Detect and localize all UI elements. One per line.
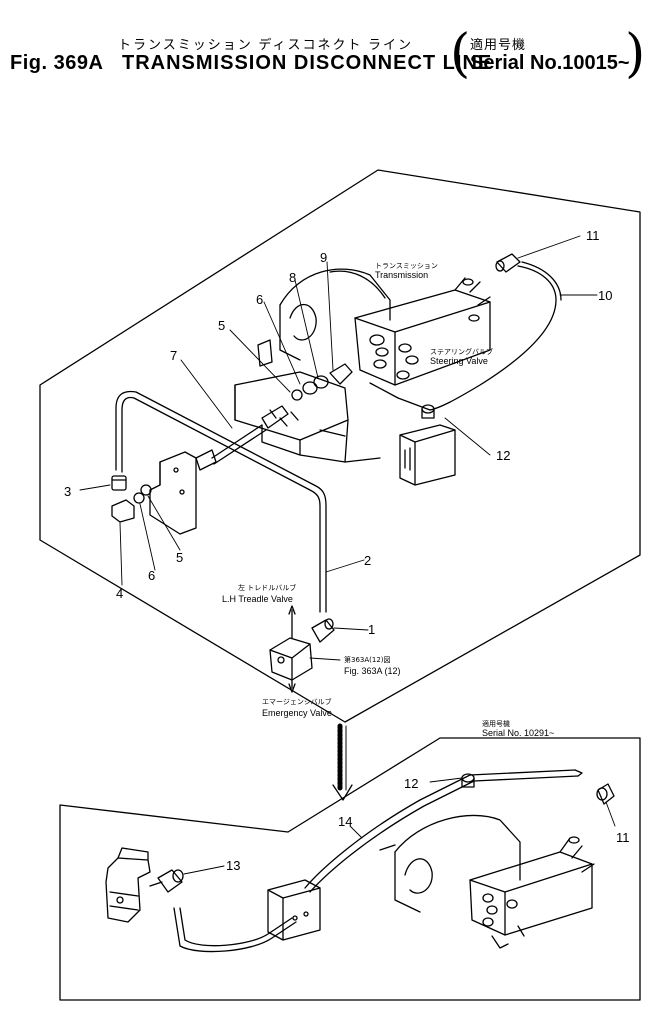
transmission-label: Transmission [375, 270, 428, 280]
tube-13-line [179, 907, 293, 947]
leader-lines-lower [183, 777, 616, 875]
tube-12-upper [369, 382, 431, 411]
part-number-7: 7 [170, 348, 177, 363]
part-number-13: 13 [226, 858, 240, 873]
open-bracket: ( [450, 24, 471, 84]
connector-4 [111, 499, 135, 523]
figure-number: Fig. 369A [10, 52, 104, 74]
part-number-labels: 11 10 12 9 8 6 5 7 2 1 3 4 6 5 12 14 11 … [64, 228, 630, 873]
elbow-fitting-11 [495, 253, 521, 273]
lower-panel-outline [59, 737, 641, 1001]
figure-title-japanese: トランスミッション ディスコネクト ライン [118, 37, 414, 52]
part-number-12b: 12 [404, 776, 418, 791]
tube-7-branch [211, 424, 263, 459]
part-number-5: 5 [218, 318, 225, 333]
steering-valve-lower [469, 836, 595, 936]
annotation-labels: トランスミッション Transmission ステアリングバルブ Steerin… [222, 262, 554, 738]
steering-valve-label-jp: ステアリングバルブ [430, 347, 493, 356]
bulkhead-plate [267, 879, 321, 941]
part-number-8: 8 [289, 270, 296, 285]
washer-5 [140, 484, 152, 496]
tube-10 [429, 265, 557, 411]
part-number-1: 1 [368, 622, 375, 637]
figure-reference-jp: 第363A(12)図 [344, 655, 391, 664]
fitting-8-9 [291, 363, 353, 401]
part-number-5b: 5 [176, 550, 183, 565]
valve-block [399, 424, 456, 486]
part-number-6b: 6 [148, 568, 155, 583]
upper-panel-outline [39, 169, 641, 723]
tube-7 [121, 396, 321, 613]
treadle-valve-lower [105, 847, 151, 923]
elbow-fitting-11-lower [596, 783, 615, 805]
adapter-fitting [195, 405, 289, 471]
small-fittings-lower [491, 925, 525, 949]
part-number-3: 3 [64, 484, 71, 499]
leader-lines [79, 235, 598, 661]
steering-valve [354, 277, 491, 386]
serial-label-japanese: 適用号機 [470, 37, 527, 52]
figure-reference: Fig. 363A (12) [344, 666, 401, 676]
part-number-14: 14 [338, 814, 352, 829]
elbow-fitting-1 [311, 618, 335, 643]
part-number-11b: 11 [616, 830, 630, 845]
transmission-housing-lower [379, 814, 521, 913]
emergency-valve-label-jp: エマージェンシバルブ [262, 697, 332, 706]
treadle-valve-label: L.H Treadle Valve [222, 594, 293, 604]
part-number-10: 10 [598, 288, 612, 303]
serial-number-range: Serial No.10015~ [470, 52, 630, 74]
fitting-3 [111, 475, 127, 491]
steering-valve-label: Steering Valve [430, 356, 488, 366]
transmission-label-jp: トランスミッション [375, 262, 438, 270]
elbow-fitting-13 [149, 869, 184, 893]
part-number-9: 9 [320, 250, 327, 265]
serial-range-label: Serial No. 10291~ [482, 728, 554, 738]
part-number-4: 4 [116, 586, 123, 601]
tube-14 [304, 769, 576, 889]
emergency-valve [269, 637, 313, 681]
emergency-valve-label: Emergency Valve [262, 708, 332, 718]
mounting-bracket [149, 451, 197, 535]
figure-header: Fig. 369A トランスミッション ディスコネクト ライン TRANSMIS… [0, 0, 663, 90]
serial-range-label-jp: 適用号機 [482, 719, 510, 728]
connection-arrow [332, 723, 353, 801]
close-bracket: ) [625, 24, 646, 84]
figure-title: TRANSMISSION DISCONNECT LINE [122, 52, 493, 74]
clip-12 [421, 404, 435, 419]
part-number-11: 11 [586, 228, 600, 243]
treadle-valve-label-jp: 左 トレドルバルブ [238, 583, 296, 592]
part-number-2: 2 [364, 553, 371, 568]
part-number-6: 6 [256, 292, 263, 307]
part-number-12: 12 [496, 448, 510, 463]
